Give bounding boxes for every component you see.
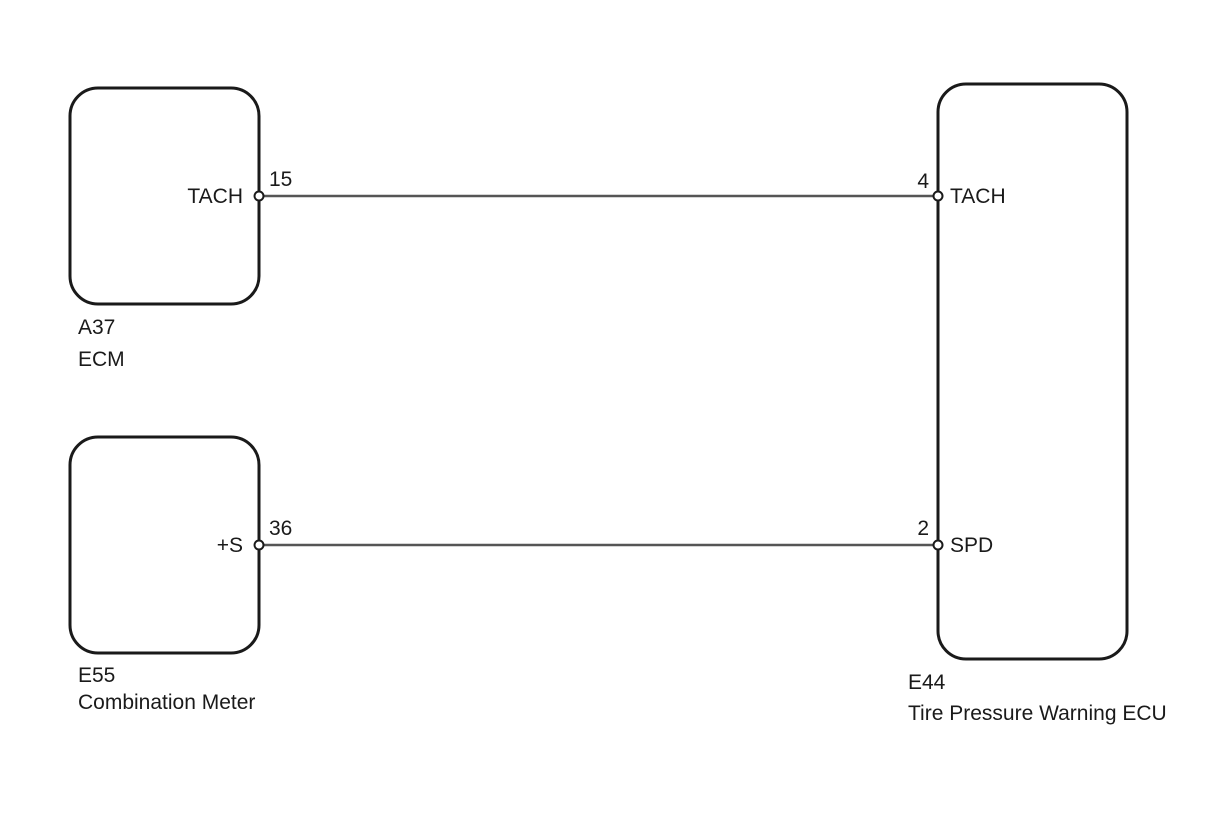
ecm-code-label: A37 (78, 316, 116, 339)
meter-speed-signal-label: +S (216, 534, 243, 557)
meter-speed-pin-label: 36 (269, 517, 293, 540)
ecm-tach-terminal (253, 190, 265, 202)
meter-speed-terminal (253, 539, 265, 551)
ecm-tach-pin-label: 15 (269, 168, 293, 191)
tpms-name-label: Tire Pressure Warning ECU (908, 702, 1167, 725)
tpms-tach-pin-label: 4 (917, 170, 929, 193)
tpms-tach-signal-label: TACH (950, 185, 1006, 208)
tpms-tach-terminal (932, 190, 944, 202)
meter-code-label: E55 (78, 664, 116, 687)
tpms-code-label: E44 (908, 671, 946, 694)
ecm-name-label: ECM (78, 348, 125, 371)
tpms-spd-pin-label: 2 (917, 517, 929, 540)
tpms-spd-terminal (932, 539, 944, 551)
tpms-spd-signal-label: SPD (950, 534, 994, 557)
tpms-ecu-box (936, 82, 1129, 661)
meter-name-label: Combination Meter (78, 691, 256, 714)
ecm-tach-signal-label: TACH (187, 185, 243, 208)
